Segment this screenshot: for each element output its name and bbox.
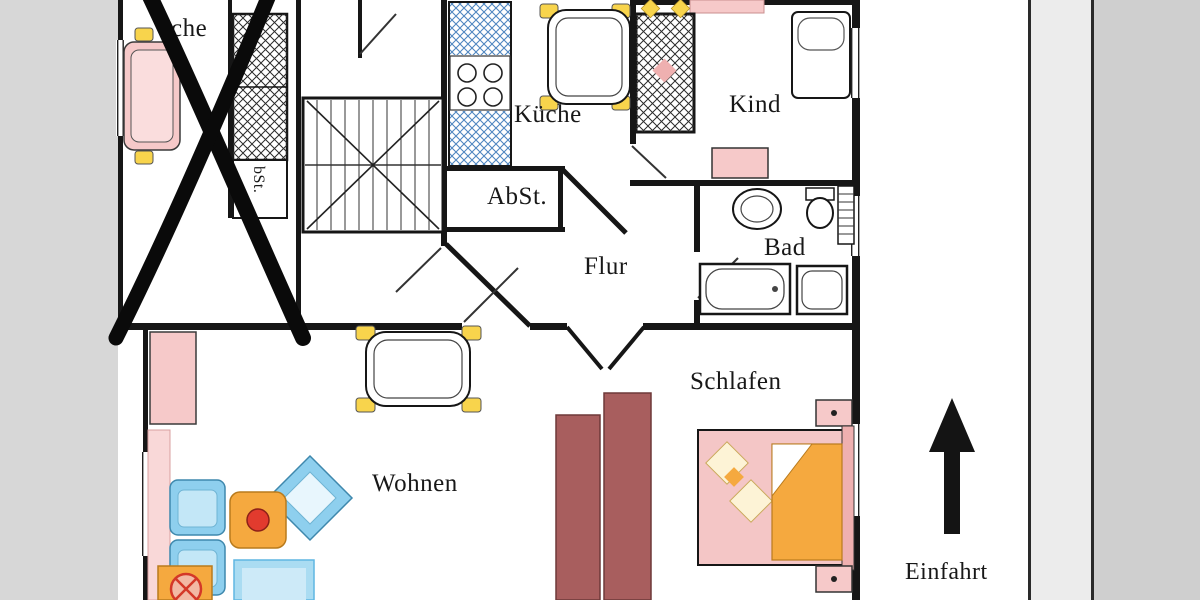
room-label-hall: Flur	[584, 253, 628, 280]
chair-icon	[355, 397, 376, 413]
staircase-icon	[301, 96, 445, 234]
chair-icon	[134, 27, 154, 42]
property-line-right	[1091, 0, 1094, 600]
chair-icon	[134, 150, 154, 165]
room-label-living: Wohnen	[372, 470, 458, 497]
washbasin-icon	[732, 188, 782, 230]
property-line-left	[1028, 0, 1031, 600]
wall-chamfers	[444, 168, 646, 371]
child-room-furniture	[634, 0, 851, 179]
driveway-label: Einfahrt	[905, 559, 988, 585]
wardrobe-icon	[555, 414, 601, 600]
shelf-icon	[689, 0, 765, 14]
pillow-icon	[729, 479, 773, 523]
north-arrow-icon	[929, 398, 975, 534]
marked-circle-icon	[169, 572, 203, 600]
cabinet-icon	[149, 331, 197, 425]
room-label-neighbor-storage: bSt.	[250, 166, 267, 194]
dresser-icon	[711, 147, 769, 179]
headboard-icon	[841, 425, 855, 571]
room-label-storage: AbSt.	[487, 183, 548, 210]
pillow-icon	[797, 17, 845, 51]
room-label-neighbor-kitchen: üche	[158, 15, 208, 42]
room-label-kitchen: Küche	[514, 101, 582, 128]
wardrobe-icon	[603, 392, 652, 600]
radiator-icon	[837, 185, 855, 245]
room-label-child: Kind	[729, 91, 781, 118]
ball-icon	[246, 508, 270, 532]
cushion-icon	[724, 467, 744, 487]
window	[850, 28, 861, 98]
dining-table-icon	[547, 9, 631, 105]
living-room-furniture	[147, 325, 482, 600]
chair-icon	[461, 397, 482, 413]
room-label-bath: Bad	[764, 234, 806, 261]
dining-table-icon	[365, 331, 471, 407]
bathroom-fixtures	[698, 185, 855, 316]
toilet-icon	[806, 197, 834, 229]
bedroom-furniture	[555, 392, 855, 600]
chair-icon	[461, 325, 482, 341]
kitchen-furniture	[448, 1, 631, 167]
chair-icon	[355, 325, 376, 341]
room-label-bedroom: Schlafen	[690, 368, 782, 395]
